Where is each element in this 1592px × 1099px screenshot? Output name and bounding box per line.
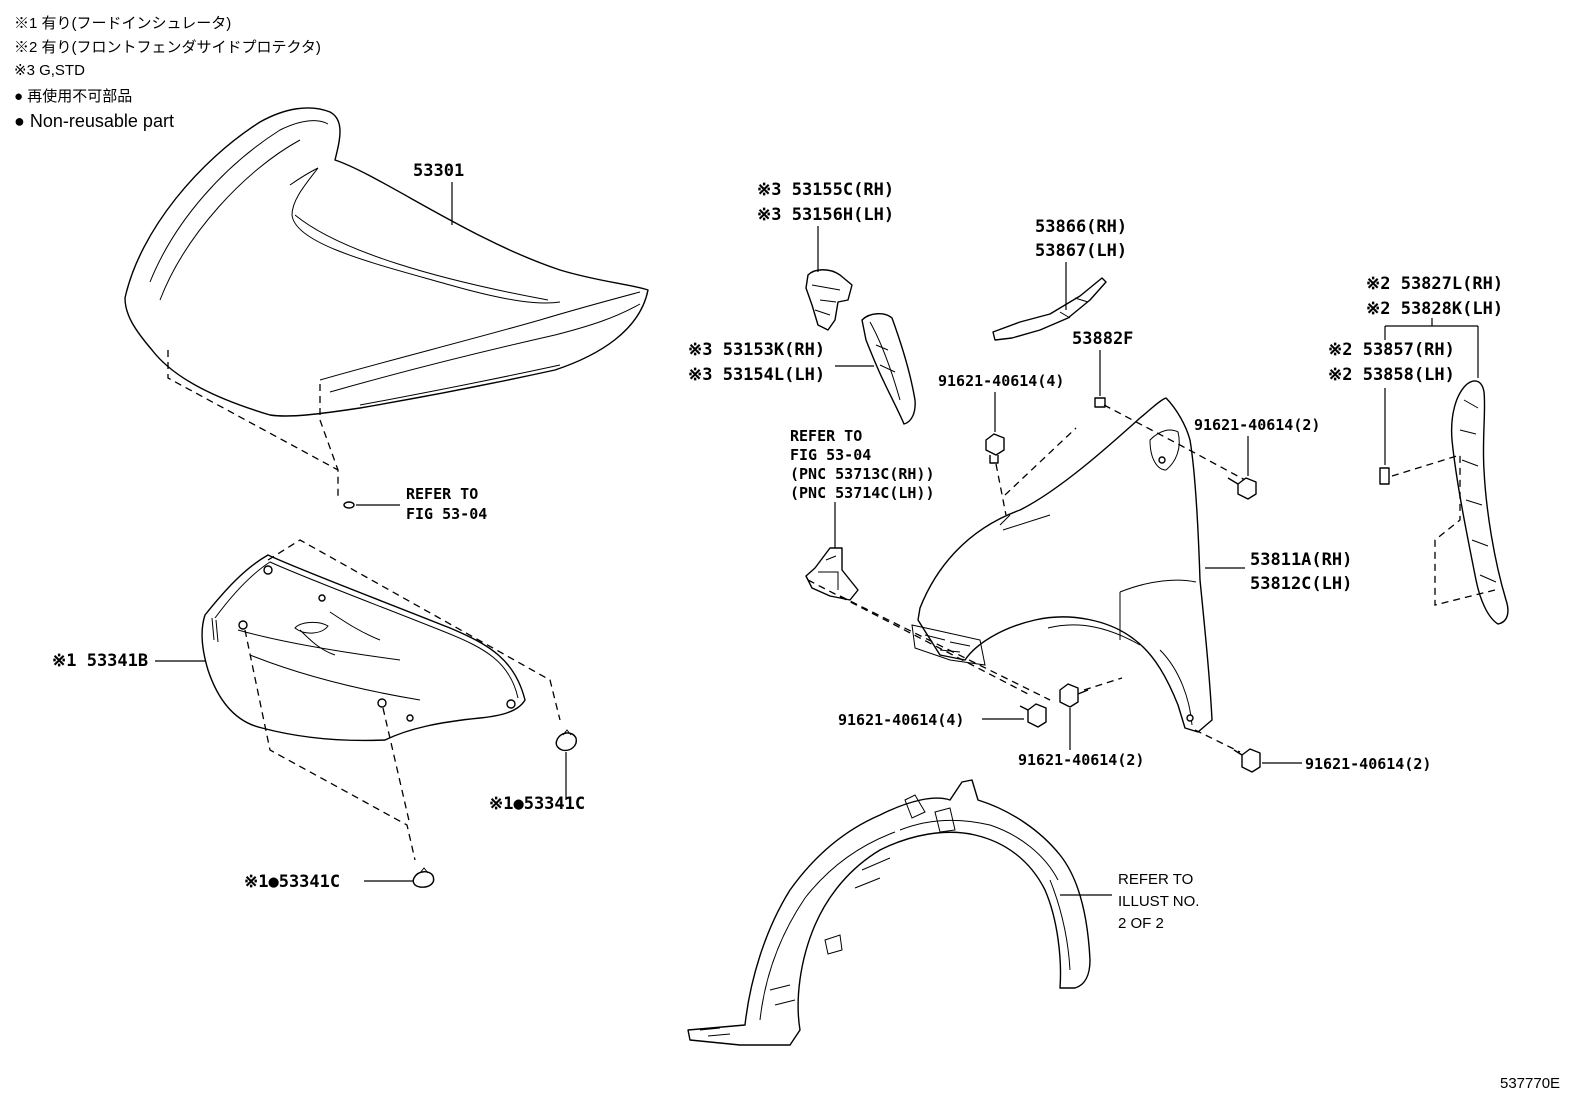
protector-lh-part-number: ※2 53828K(LH) [1366,299,1503,319]
fender-side-protector[interactable] [1450,380,1509,625]
hood-dash-left [167,350,339,500]
insulator-clip-right[interactable] [555,729,577,752]
trim-lh-part-number: 53867(LH) [1035,241,1127,261]
fender-trim-strip[interactable] [992,277,1107,341]
nut-part-number: 53882F [1072,329,1133,349]
legend-notes: ※1 有り(フードインシュレータ) ※2 有り(フロントフェンダサイドプロテクタ… [14,15,321,131]
bracket-refer-line2: FIG 53-04 [790,446,871,464]
liner-refer-line1: REFER TO [1118,871,1193,888]
insulator-dash-left [244,629,416,861]
hood-refer-line1: REFER TO [406,485,478,503]
bolt-bottom-left[interactable] [1019,703,1047,728]
bracket-refer-line4: (PNC 53714C(LH)) [790,484,935,502]
bolt-right-top[interactable] [1227,477,1257,500]
insulator-clip-bottom[interactable] [412,867,435,888]
insulator-dash-mid [382,707,411,826]
hood-dash-right [319,384,339,471]
fender-seal-lh-part-number: ※3 53154L(LH) [688,365,825,385]
clip-right-part-number: ※1●53341C [489,794,585,814]
hood-panel[interactable] [124,107,649,417]
hood-refer-line2: FIG 53-04 [406,505,487,523]
fender-liner[interactable] [687,779,1091,1046]
note-1: ※1 有り(フードインシュレータ) [14,15,231,32]
fender-seal[interactable] [861,313,916,425]
bolt-bottom-left-part-number: 91621-40614(4) [838,711,964,729]
note-3: ※3 G,STD [14,62,85,79]
fender-bracket[interactable] [805,547,859,601]
liner-refer-line2: ILLUST NO. [1118,893,1199,910]
protector-sub-rh-part-number: ※2 53857(RH) [1328,340,1455,360]
fender-seal-rh-part-number: ※3 53153K(RH) [688,340,825,360]
seal-lh-part-number: ※3 53156H(LH) [757,205,894,225]
hood-insulator[interactable] [201,554,526,742]
trim-rh-part-number: 53866(RH) [1035,217,1127,237]
fender-lh-part-number: 53812C(LH) [1250,574,1352,594]
clip-bottom-part-number: ※1●53341C [244,872,340,892]
bolt-bottom-right-part-number: 91621-40614(2) [1305,755,1431,773]
protector-rh-part-number: ※2 53827L(RH) [1366,274,1503,294]
insulator-part-number: ※1 53341B [52,651,148,671]
clip-nut[interactable] [1094,397,1106,408]
liner-refer-line3: 2 OF 2 [1118,915,1164,932]
protector-sub-lh-part-number: ※2 53858(LH) [1328,365,1455,385]
bracket-refer-line1: REFER TO [790,427,862,445]
front-fender[interactable] [911,397,1213,733]
hood-hinge-point [343,501,355,509]
bolt-top[interactable] [985,433,1005,464]
illustration-id: 537770E [1500,1075,1560,1092]
protector-clip[interactable] [1379,467,1390,485]
hood-part-number: 53301 [413,161,464,181]
insulator-dash-top [267,539,561,721]
bolt-right-top-part-number: 91621-40614(2) [1194,416,1320,434]
bolt-bottom-mid-part-number: 91621-40614(2) [1018,751,1144,769]
note-5: ● Non-reusable part [14,111,174,131]
bracket-refer-line3: (PNC 53713C(RH)) [790,465,935,483]
seal-rh-part-number: ※3 53155C(RH) [757,180,894,200]
note-2: ※2 有り(フロントフェンダサイドプロテクタ) [14,39,321,56]
bolt-top-part-number: 91621-40614(4) [938,372,1064,390]
bolt-bottom-mid[interactable] [1059,683,1089,708]
cowl-seal[interactable] [805,269,853,331]
note-4: ● 再使用不可部品 [14,88,132,105]
fender-rh-part-number: 53811A(RH) [1250,550,1352,570]
bolt-bottom-right[interactable] [1233,748,1261,773]
